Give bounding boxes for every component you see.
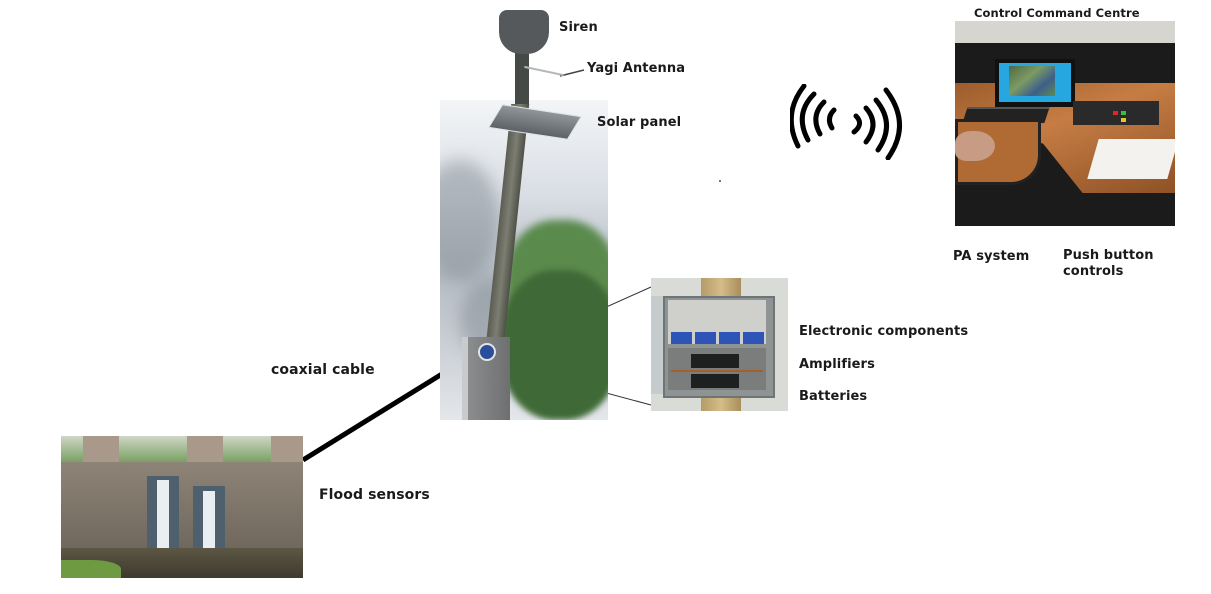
logo-badge [478,343,496,361]
wire [671,370,763,372]
electronic-components-label: Electronic components [799,324,969,339]
siren-label: Siren [559,20,598,35]
control-box-photo [651,278,788,411]
pole-top [515,48,529,104]
solar-panel-label: Solar panel [597,115,682,130]
dam-wall [61,462,303,552]
pillar [187,436,223,462]
pillar [271,436,303,462]
room-wall [955,21,1175,43]
cloud [440,160,500,280]
amplifier-module [695,332,716,344]
amplifier-module [671,332,692,344]
amplifiers-label: Amplifiers [799,357,875,372]
control-command-centre-title: Control Command Centre [974,6,1140,20]
control-room-photo [955,21,1175,226]
tree [500,270,608,420]
sensor-tube [203,491,215,551]
paper [1087,139,1175,179]
pa-system-label: PA system [953,249,1030,264]
map-display [1009,66,1055,96]
amplifier-module [719,332,740,344]
flood-sensors-photo [61,436,303,578]
push-button-label-line2: controls [1063,264,1124,279]
stray-dot [719,180,721,182]
batteries-label: Batteries [799,389,868,404]
pillar [83,436,119,462]
wireless-signal-icon [790,84,902,160]
coaxial-cable-label: coaxial cable [271,362,375,378]
grass [61,560,121,578]
antenna-leader [559,69,585,77]
push-button-green [1121,111,1126,115]
sensor-tube [157,480,169,550]
siren-speaker [499,10,549,54]
battery [691,374,739,388]
amplifier-module [743,332,764,344]
coaxial-cable-line [301,371,444,463]
cabinet-door [651,296,665,394]
push-button-label-line1: Push button [1063,248,1154,263]
push-button-yellow [1121,118,1126,122]
flood-sensors-label: Flood sensors [319,487,430,503]
push-button-red [1113,111,1118,115]
hand [955,131,995,161]
yagi-antenna-label: Yagi Antenna [587,61,686,76]
battery [691,354,739,368]
pole-junction-box [462,337,510,420]
